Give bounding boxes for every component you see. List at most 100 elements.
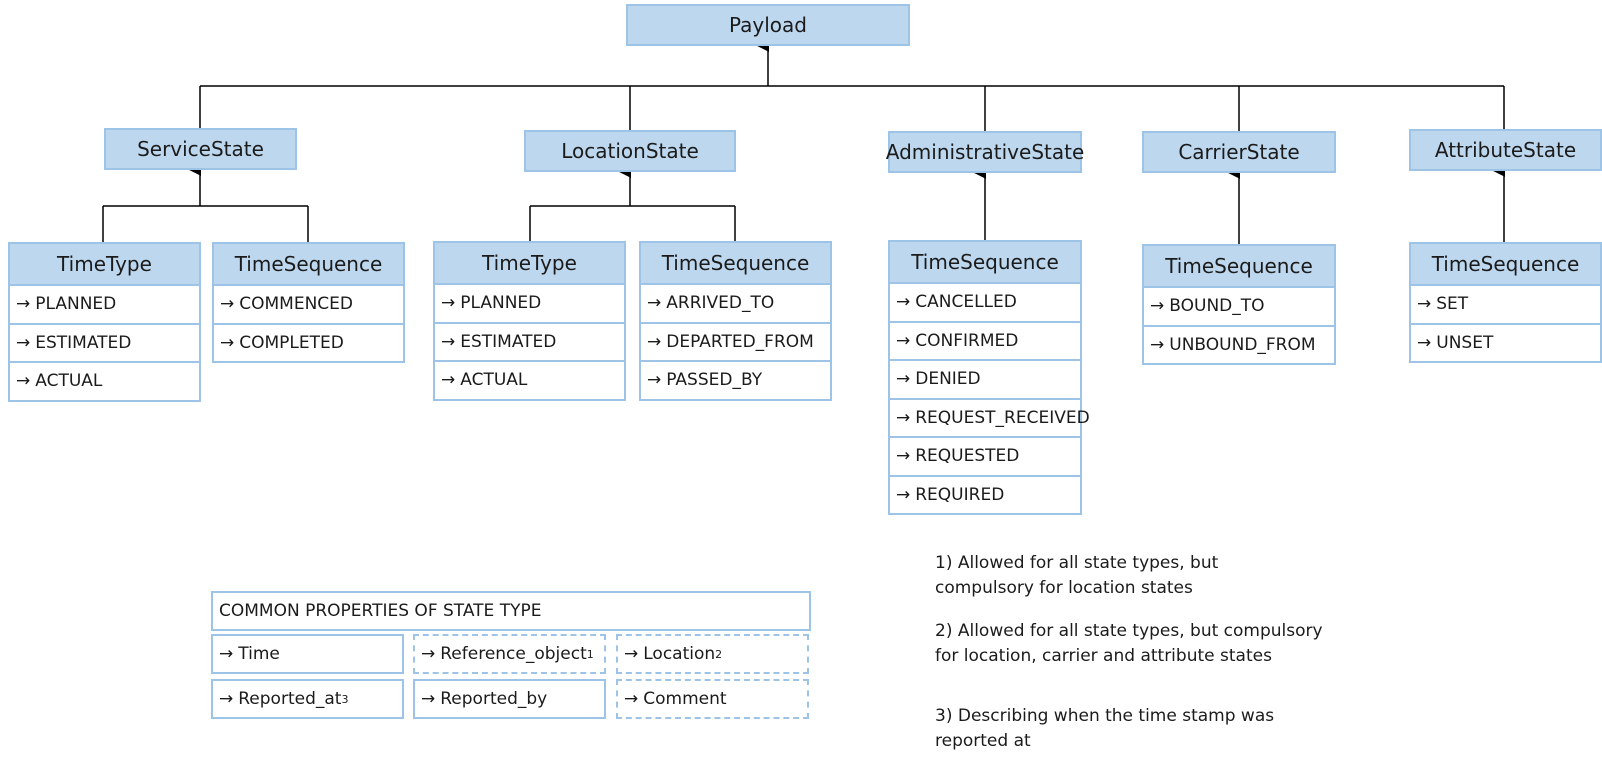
footnote-marker: 2 xyxy=(715,647,723,661)
list-item: →COMMENCED xyxy=(212,284,405,325)
list-item-label: PLANNED xyxy=(460,293,542,314)
list-item-label: REQUIRED xyxy=(915,484,1005,505)
footnote-2: 2) Allowed for all state types, but comp… xyxy=(935,621,1323,666)
arrow-right-icon: → xyxy=(1150,296,1165,317)
common-property-label: Location xyxy=(643,644,716,664)
list-item-label: UNBOUND_FROM xyxy=(1169,334,1316,355)
list-item-label: CANCELLED xyxy=(915,292,1017,313)
list-item: →ESTIMATED xyxy=(8,322,201,363)
list-item: →REQUIRED xyxy=(888,474,1082,515)
list-item: →PLANNED xyxy=(8,284,201,325)
list-item: →REQUESTED xyxy=(888,436,1082,477)
arrow-right-icon: → xyxy=(624,689,639,709)
arrow-right-icon: → xyxy=(441,370,456,391)
list-item-label: COMPLETED xyxy=(239,332,344,353)
arrow-right-icon: → xyxy=(647,331,662,352)
common-property-label: Comment xyxy=(643,689,727,709)
list-item: →SET xyxy=(1409,284,1602,325)
arrow-right-icon: → xyxy=(219,689,234,709)
state-node-servicestate: ServiceState xyxy=(104,128,297,170)
group-header-timesequence: TimeSequence xyxy=(639,241,832,285)
list-item-label: ACTUAL xyxy=(35,371,103,392)
list-item-label: ACTUAL xyxy=(460,370,528,391)
state-node-attributestate: AttributeState xyxy=(1409,129,1602,171)
arrow-right-icon: → xyxy=(896,484,911,505)
arrow-right-icon: → xyxy=(896,407,911,428)
arrow-right-icon: → xyxy=(220,332,235,353)
list-item-label: BOUND_TO xyxy=(1169,296,1265,317)
list-item-label: DENIED xyxy=(915,369,981,390)
common-property-time: →Time xyxy=(211,634,404,674)
arrow-right-icon: → xyxy=(1150,334,1165,355)
arrow-right-icon: → xyxy=(421,689,436,709)
list-item: →PLANNED xyxy=(433,283,626,324)
common-property-label: Reported_at xyxy=(238,689,342,709)
list-item: →CANCELLED xyxy=(888,282,1082,323)
list-item-label: REQUESTED xyxy=(915,446,1020,467)
footnote-marker: 1 xyxy=(586,647,594,661)
list-item: →DENIED xyxy=(888,359,1082,400)
list-item: →PASSED_BY xyxy=(639,360,832,401)
arrow-right-icon: → xyxy=(624,644,639,664)
list-item: →REQUEST_RECEIVED xyxy=(888,397,1090,438)
state-node-locationstate: LocationState xyxy=(524,130,736,172)
arrow-right-icon: → xyxy=(1417,332,1432,353)
group-header-timesequence: TimeSequence xyxy=(888,240,1082,284)
list-item: →COMPLETED xyxy=(212,322,405,363)
list-item: →ARRIVED_TO xyxy=(639,283,832,324)
common-property-label: Reported_by xyxy=(440,689,548,709)
list-item: →UNSET xyxy=(1409,322,1602,363)
arrow-right-icon: → xyxy=(441,331,456,352)
common-property-label: Time xyxy=(238,644,280,664)
arrow-right-icon: → xyxy=(647,293,662,314)
list-item-label: ESTIMATED xyxy=(460,331,557,352)
group-header-timesequence: TimeSequence xyxy=(212,242,405,286)
arrow-right-icon: → xyxy=(220,294,235,315)
list-item-label: ARRIVED_TO xyxy=(666,293,775,314)
arrow-right-icon: → xyxy=(441,293,456,314)
arrow-right-icon: → xyxy=(219,644,234,664)
arrow-right-icon: → xyxy=(896,330,911,351)
arrow-right-icon: → xyxy=(647,370,662,391)
group-header-timetype: TimeType xyxy=(433,241,626,285)
list-item: →CONFIRMED xyxy=(888,320,1082,361)
list-item-label: CONFIRMED xyxy=(915,330,1019,351)
arrow-right-icon: → xyxy=(16,371,31,392)
list-item: →ACTUAL xyxy=(433,360,626,401)
list-item-label: PLANNED xyxy=(35,294,117,315)
group-header-timesequence: TimeSequence xyxy=(1142,244,1336,288)
arrow-right-icon: → xyxy=(896,292,911,313)
arrow-right-icon: → xyxy=(16,332,31,353)
list-item: →ESTIMATED xyxy=(433,321,626,362)
common-property-label: Reference_object xyxy=(440,644,587,664)
list-item: →ACTUAL xyxy=(8,361,201,402)
arrow-right-icon: → xyxy=(1417,294,1432,315)
list-item: →BOUND_TO xyxy=(1142,286,1336,327)
common-properties-title: COMMON PROPERTIES OF STATE TYPE xyxy=(211,591,811,631)
list-item-label: ESTIMATED xyxy=(35,332,132,353)
list-item-label: SET xyxy=(1436,294,1469,315)
arrow-right-icon: → xyxy=(896,369,911,390)
state-node-carrierstate: CarrierState xyxy=(1142,131,1336,173)
common-property-reported_by: →Reported_by xyxy=(413,679,606,719)
common-property-comment: →Comment xyxy=(616,679,809,719)
list-item-label: PASSED_BY xyxy=(666,370,763,391)
list-item-label: REQUEST_RECEIVED xyxy=(915,407,1090,428)
arrow-right-icon: → xyxy=(421,644,436,664)
group-header-timesequence: TimeSequence xyxy=(1409,242,1602,286)
list-item-label: COMMENCED xyxy=(239,294,353,315)
group-header-timetype: TimeType xyxy=(8,242,201,286)
list-item-label: DEPARTED_FROM xyxy=(666,331,814,352)
payload-node: Payload xyxy=(626,4,910,46)
list-item: →DEPARTED_FROM xyxy=(639,321,832,362)
list-item: →UNBOUND_FROM xyxy=(1142,324,1336,365)
arrow-right-icon: → xyxy=(896,446,911,467)
arrow-right-icon: → xyxy=(16,294,31,315)
footnote-marker: 3 xyxy=(341,692,349,706)
list-item-label: UNSET xyxy=(1436,332,1494,353)
